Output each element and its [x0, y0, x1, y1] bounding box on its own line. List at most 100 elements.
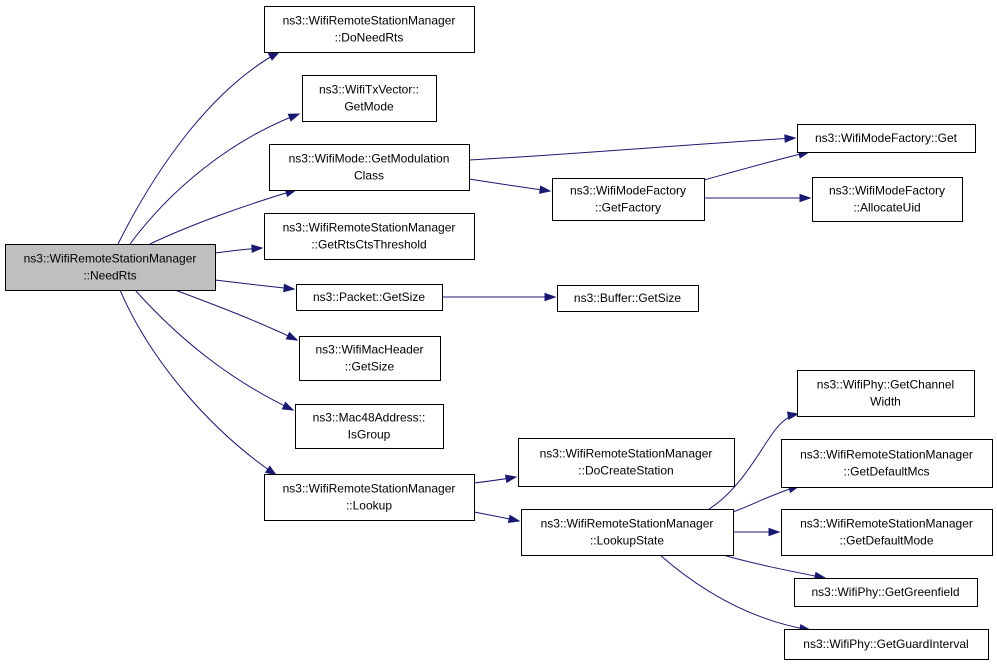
edge-line	[468, 137, 796, 161]
node-box[interactable]	[797, 124, 976, 153]
node-label: ns3::Buffer::GetSize	[574, 291, 681, 305]
edge-lookup_state-to-get_default_mcs	[732, 484, 801, 513]
nodes-layer: ns3::WifiRemoteStationManager::NeedRtsns…	[5, 6, 993, 660]
node-box[interactable]	[794, 578, 978, 607]
arrowhead-icon	[267, 51, 281, 61]
edge-need_rts-to-packet_get_size	[214, 279, 296, 293]
node-buffer_get_size[interactable]: ns3::Buffer::GetSize	[557, 285, 699, 312]
edge-line	[468, 178, 551, 192]
node-lookup_state[interactable]: ns3::WifiRemoteStationManager::LookupSta…	[521, 509, 734, 556]
node-box[interactable]	[781, 509, 993, 556]
edge-line	[134, 289, 294, 411]
arrowhead-icon	[539, 185, 552, 194]
node-label: ns3::WifiModeFactory::Get	[815, 131, 958, 145]
node-label: ns3::WifiModeFactory	[570, 184, 686, 198]
node-label: ns3::WifiRemoteStationManager	[540, 447, 713, 461]
edge-lookup-to-do_create_station	[473, 474, 518, 484]
node-label: ns3::WifiRemoteStationManager	[800, 448, 973, 462]
node-label: ns3::WifiRemoteStationManager	[800, 517, 973, 531]
node-label: ns3::WifiRemoteStationManager	[541, 517, 714, 531]
edge-need_rts-to-lookup	[119, 289, 278, 476]
node-packet_get_size[interactable]: ns3::Packet::GetSize	[296, 284, 443, 311]
node-label: ns3::Packet::GetSize	[313, 290, 425, 304]
node-box[interactable]	[518, 438, 735, 487]
node-box[interactable]	[552, 178, 705, 221]
arrowhead-icon	[287, 113, 301, 122]
node-box[interactable]	[5, 244, 216, 291]
node-label: ::GetRtsCtsThreshold	[311, 238, 426, 252]
arrowhead-icon	[786, 411, 800, 420]
edge-line	[117, 51, 280, 245]
node-box[interactable]	[264, 213, 475, 260]
node-label: ns3::WifiRemoteStationManager	[283, 14, 456, 28]
node-modefactory_get[interactable]: ns3::WifiModeFactory::Get	[797, 124, 976, 153]
node-box[interactable]	[296, 284, 443, 311]
node-do_create_station[interactable]: ns3::WifiRemoteStationManager::DoCreateS…	[518, 438, 735, 487]
node-need_rts[interactable]: ns3::WifiRemoteStationManager::NeedRts	[5, 244, 216, 291]
node-get_rts_cts_threshold[interactable]: ns3::WifiRemoteStationManager::GetRtsCts…	[264, 213, 475, 260]
node-label: ::DoNeedRts	[335, 31, 404, 45]
arrowhead-icon	[544, 292, 557, 302]
edge-modefactory_get_factory-to-modefactory_allocate_uid	[703, 193, 812, 203]
arrowhead-icon	[799, 193, 812, 203]
node-box[interactable]	[295, 404, 444, 449]
node-box[interactable]	[264, 474, 475, 521]
node-do_need_rts[interactable]: ns3::WifiRemoteStationManager::DoNeedRts	[264, 6, 475, 53]
node-lookup[interactable]: ns3::WifiRemoteStationManager::Lookup	[264, 474, 475, 521]
arrowhead-icon	[507, 514, 521, 524]
node-label: ns3::WifiPhy::GetChannel	[817, 378, 954, 392]
node-label: ::DoCreateStation	[578, 464, 673, 478]
arrowhead-icon	[784, 134, 797, 143]
edge-need_rts-to-mac48_is_group	[134, 289, 295, 411]
node-label: ns3::WifiModeFactory	[829, 184, 945, 198]
edge-modefactory_get_factory-to-modefactory_get	[703, 150, 811, 181]
node-box[interactable]	[781, 439, 993, 488]
node-txvector_get_mode[interactable]: ns3::WifiTxVector::GetMode	[302, 75, 437, 122]
node-phy_get_guard_interval[interactable]: ns3::WifiPhy::GetGuardInterval	[784, 629, 989, 660]
edge-line	[119, 289, 277, 476]
node-modefactory_allocate_uid[interactable]: ns3::WifiModeFactory::AllocateUid	[812, 177, 963, 222]
edge-line	[703, 151, 810, 181]
arrowhead-icon	[285, 331, 299, 341]
edge-need_rts-to-get_rts_cts_threshold	[214, 244, 264, 254]
node-get_default_mcs[interactable]: ns3::WifiRemoteStationManager::GetDefaul…	[781, 439, 993, 488]
node-box[interactable]	[521, 509, 734, 556]
node-label: Width	[870, 395, 901, 409]
node-box[interactable]	[264, 6, 475, 53]
node-macheader_get_size[interactable]: ns3::WifiMacHeader::GetSize	[299, 336, 441, 381]
node-box[interactable]	[557, 285, 699, 312]
node-box[interactable]	[797, 370, 975, 417]
edge-line	[129, 113, 300, 245]
node-box[interactable]	[299, 336, 441, 381]
edges-layer	[117, 51, 827, 633]
node-label: ns3::WifiPhy::GetGreenfield	[811, 585, 959, 599]
node-modefactory_get_factory[interactable]: ns3::WifiModeFactory::GetFactory	[552, 178, 705, 221]
node-label: ns3::WifiRemoteStationManager	[24, 252, 197, 266]
edge-wifimode_get_modulation_class-to-modefactory_get	[468, 134, 797, 161]
node-label: ns3::WifiMacHeader	[315, 343, 423, 357]
node-mac48_is_group[interactable]: ns3::Mac48Address::IsGroup	[295, 404, 444, 449]
node-label: ::NeedRts	[83, 269, 136, 283]
edge-packet_get_size-to-buffer_get_size	[442, 292, 557, 302]
arrowhead-icon	[504, 474, 518, 484]
node-box[interactable]	[812, 177, 963, 222]
edge-wifimode_get_modulation_class-to-modefactory_get_factory	[468, 178, 552, 194]
node-label: ns3::WifiMode::GetModulation	[289, 152, 450, 166]
node-box[interactable]	[269, 144, 470, 191]
node-box[interactable]	[302, 75, 437, 122]
node-label: ::GetFactory	[595, 201, 661, 215]
arrowhead-icon	[283, 283, 296, 293]
node-label: ns3::WifiRemoteStationManager	[283, 221, 456, 235]
node-label: ns3::WifiTxVector::	[319, 83, 419, 97]
node-phy_get_greenfield[interactable]: ns3::WifiPhy::GetGreenfield	[794, 578, 978, 607]
edge-lookup_state-to-get_default_mode	[733, 527, 781, 537]
node-get_default_mode[interactable]: ns3::WifiRemoteStationManager::GetDefaul…	[781, 509, 993, 556]
edge-line	[659, 554, 811, 631]
node-box[interactable]	[784, 629, 989, 660]
node-label: GetMode	[344, 100, 394, 114]
node-label: IsGroup	[348, 428, 391, 442]
edge-need_rts-to-do_need_rts	[117, 51, 281, 245]
